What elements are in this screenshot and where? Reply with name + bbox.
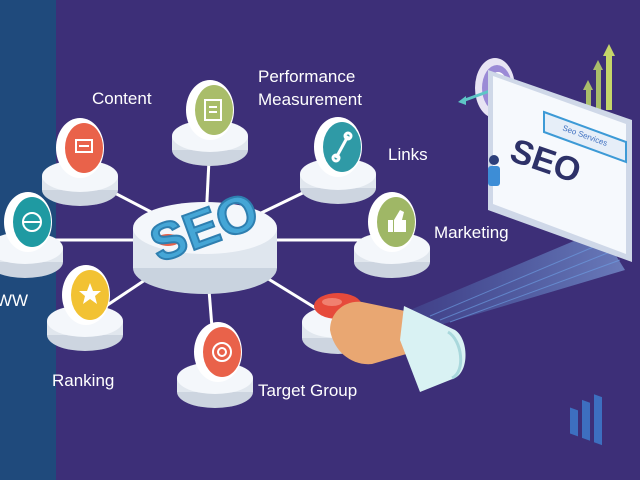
target-icon [212,342,232,362]
label-links: Links [388,145,428,164]
node-target-group [177,322,253,408]
label-performance-line2: Measurement [258,90,362,109]
document-icon [204,99,222,121]
label-content: Content [92,89,152,108]
node-www [0,192,63,278]
pointing-hand-icon [330,301,466,392]
label-www: WW [0,291,29,310]
growth-arrows-icon [583,44,615,110]
link-chain-icon [331,131,353,163]
star-icon [79,283,101,304]
node-ranking [47,265,123,351]
person-figure [488,155,500,186]
thumbs-up-icon [388,210,406,232]
node-links [300,117,376,204]
label-target-group: Target Group [258,381,358,400]
seo-hub [133,202,277,294]
search-bar [543,110,627,164]
node-performance [172,80,248,166]
node-content [42,118,118,206]
globe-icon [22,212,42,232]
light-beam [410,230,625,325]
chat-icon [75,139,93,153]
label-marketing: Marketing [434,223,509,242]
label-ranking: Ranking [52,371,115,390]
node-marketing [354,192,430,278]
seo-monitor [488,70,632,446]
label-performance-line1: Performance [258,67,356,86]
